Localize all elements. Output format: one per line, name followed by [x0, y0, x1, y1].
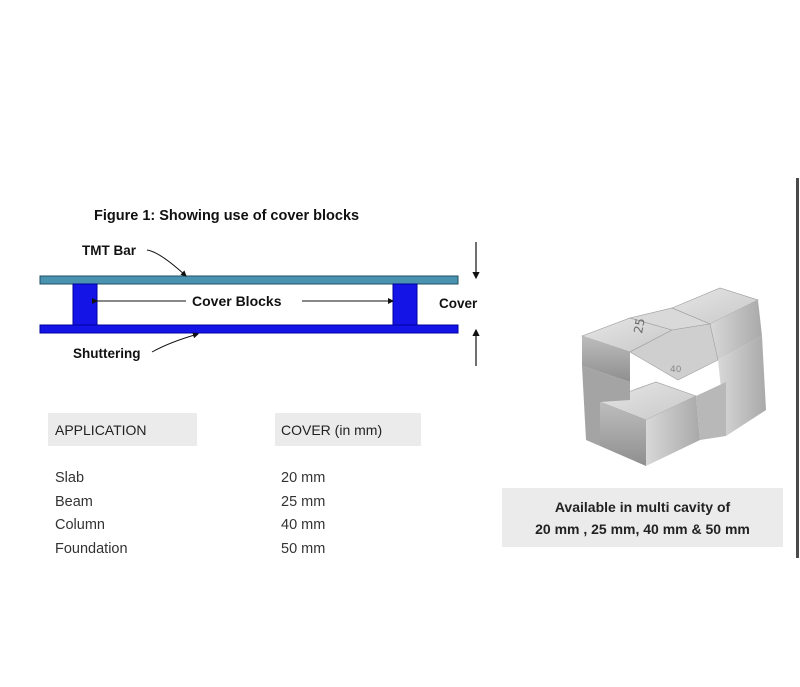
- cover-cell-column: 40 mm: [281, 517, 326, 533]
- tmt-bar: [39, 275, 459, 285]
- cover-blocks-label: Cover Blocks: [192, 293, 282, 309]
- application-cell-foundation: Foundation: [55, 540, 128, 557]
- shuttering-bar: [39, 324, 459, 334]
- tmt-bar-leader: [146, 249, 187, 277]
- cover-cell-foundation: 50 mm: [281, 540, 326, 557]
- cover-header: COVER (in mm): [275, 413, 421, 446]
- cover-cell-slab: 20 mm: [281, 470, 326, 486]
- cover-block-photo: 25 40: [581, 287, 766, 466]
- cover-block-right: [392, 283, 418, 326]
- application-cell-slab: Slab: [55, 470, 85, 486]
- application-cell-beam: Beam: [55, 493, 93, 510]
- application-header-label: APPLICATION: [55, 421, 147, 438]
- cover-column: 20 mm 25 mm 40 mm 50 mm: [281, 467, 325, 561]
- availability-line-1: Available in multi cavity of: [554, 498, 731, 515]
- block-marking-25: 25: [631, 317, 647, 334]
- application-column: Slab Beam Column Foundation: [55, 467, 128, 561]
- cover-label: Cover: [439, 296, 478, 311]
- block-marking-40: 40: [670, 365, 682, 375]
- cover-cell-beam: 25 mm: [281, 493, 326, 510]
- tmt-bar-label: TMT Bar: [82, 243, 137, 258]
- cover-block-left: [72, 283, 98, 326]
- right-edge-divider: [796, 178, 799, 558]
- application-cell-column: Column: [55, 517, 105, 533]
- cover-header-label: COVER (in mm): [281, 421, 383, 438]
- shuttering-leader: [151, 332, 199, 353]
- availability-line-2: 20 mm , 25 mm, 40 mm & 50 mm: [535, 520, 750, 537]
- availability-note: Available in multi cavity of 20 mm , 25 …: [502, 488, 783, 547]
- figure-title: Figure 1: Showing use of cover blocks: [94, 208, 360, 224]
- shuttering-label: Shuttering: [73, 346, 141, 361]
- application-header: APPLICATION: [48, 413, 197, 446]
